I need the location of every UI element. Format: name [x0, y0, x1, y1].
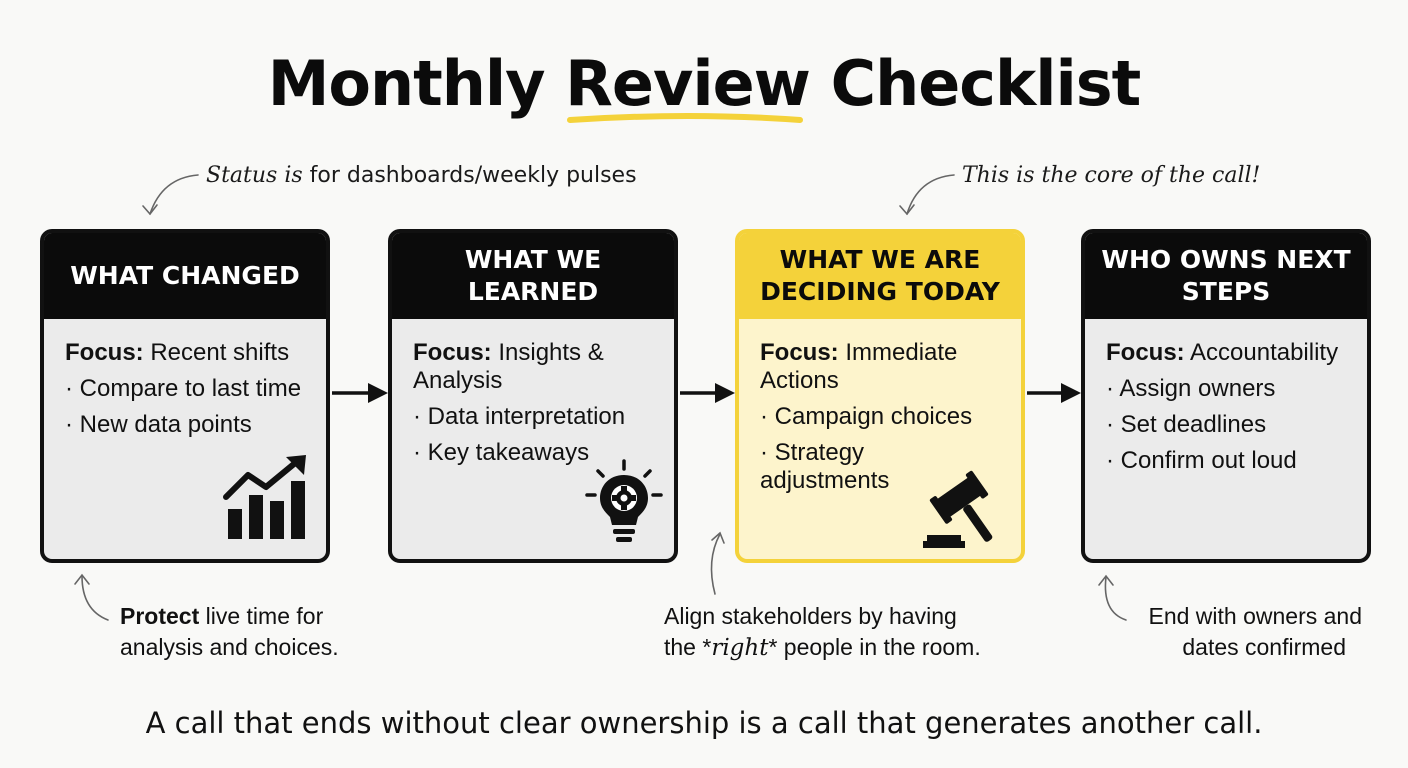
note-status-italic: Status is [206, 163, 303, 188]
bullet-item: · Campaign choices [760, 403, 973, 430]
pointer-arrow-end [1104, 576, 1127, 621]
focus-value: Insights & Analysis [413, 339, 604, 394]
card-heading: WHAT WE LEARNED [392, 233, 674, 319]
callout-align-pre: the * [664, 634, 712, 660]
bullet-item: · Compare to last time [65, 375, 302, 402]
pointer-arrow-status [149, 174, 199, 215]
callout-align: Align stakeholders by having the *right*… [664, 601, 981, 664]
bullet-item: · Set deadlines [1106, 411, 1267, 438]
note-core-text: This is the core of the call! [962, 163, 1261, 188]
bullet-item: · Strategy adjustments [760, 439, 890, 494]
callout-align-post: * people in the room. [768, 634, 981, 660]
bullet-item: · Data interpretation [413, 403, 626, 430]
bullet-item: · Confirm out loud [1106, 447, 1297, 474]
focus-line: Focus: Accountability [1106, 339, 1347, 367]
page-title: Monthly Review Checklist [0, 46, 1408, 122]
callout-protect-bold: Protect [120, 603, 200, 629]
callout-end: End with owners and dates confirmed [1130, 601, 1362, 663]
pointer-arrow-protect [81, 575, 109, 621]
callout-end-line2: dates confirmed [1182, 634, 1346, 660]
title-suffix: Checklist [830, 47, 1142, 120]
callout-align-line1: Align stakeholders by having [664, 603, 957, 629]
card-what-we-are-deciding: WHAT WE ARE DECIDING TODAY Focus: Immedi… [735, 229, 1025, 563]
focus-line: Focus: Immediate Actions [760, 339, 970, 395]
title-highlight: Review [565, 47, 811, 120]
card-heading: WHAT WE ARE DECIDING TODAY [739, 233, 1021, 319]
card-heading: WHO OWNS NEXT STEPS [1085, 233, 1367, 319]
focus-value: Accountability [1184, 339, 1339, 366]
focus-label: Focus: [1106, 339, 1185, 366]
callout-align-em: right [711, 635, 769, 661]
lightbulb-gear-icon [585, 459, 663, 542]
focus-label: Focus: [760, 339, 839, 366]
focus-value: Immediate Actions [760, 339, 958, 394]
pointer-arrow-core [906, 174, 955, 215]
note-status-plain: for dashboards/weekly pulses [302, 163, 637, 188]
growth-chart-icon [223, 455, 306, 539]
callout-end-line1: End with owners and [1148, 603, 1362, 629]
bullet-item: · Assign owners [1106, 375, 1276, 402]
card-what-changed: WHAT CHANGED Focus: Recent shifts · Comp… [40, 229, 330, 563]
card-what-we-learned: WHAT WE LEARNED Focus: Insights & Analys… [388, 229, 678, 563]
callout-protect: Protect live time for analysis and choic… [120, 601, 339, 663]
bullet-item: · New data points [65, 411, 252, 438]
focus-line: Focus: Insights & Analysis [413, 339, 623, 395]
focus-value: Recent shifts [143, 339, 290, 366]
bullet-item: · Key takeaways [413, 439, 590, 466]
note-core: This is the core of the call! [962, 162, 1260, 190]
callout-protect-rest: live time for [199, 603, 324, 629]
focus-label: Focus: [65, 339, 144, 366]
gavel-icon [923, 470, 993, 548]
callout-protect-line2: analysis and choices. [120, 634, 339, 660]
footer-tagline: A call that ends without clear ownership… [145, 706, 1263, 740]
focus-line: Focus: Recent shifts [65, 339, 306, 367]
focus-label: Focus: [413, 339, 492, 366]
card-who-owns-next-steps: WHO OWNS NEXT STEPS Focus: Accountabilit… [1081, 229, 1371, 563]
title-prefix: Monthly [267, 47, 546, 120]
card-heading: WHAT CHANGED [44, 233, 326, 319]
pointer-arrow-align [710, 533, 721, 595]
note-status: Status is for dashboards/weekly pulses [206, 162, 637, 190]
